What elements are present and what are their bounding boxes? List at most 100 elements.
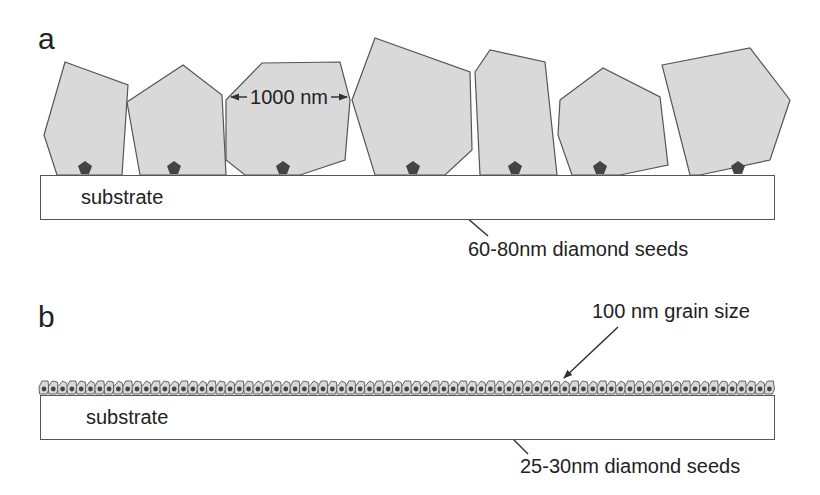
small-grain bbox=[681, 381, 691, 394]
small-seed bbox=[209, 387, 214, 392]
small-seed bbox=[590, 387, 595, 392]
small-seed bbox=[358, 387, 363, 392]
small-seed bbox=[479, 387, 484, 392]
small-grain bbox=[448, 381, 458, 394]
small-seed bbox=[88, 387, 93, 392]
small-grain bbox=[690, 381, 700, 394]
small-seed bbox=[181, 387, 186, 392]
diamond-seeds bbox=[78, 161, 745, 174]
small-seed bbox=[488, 387, 493, 392]
small-seed bbox=[572, 387, 577, 392]
small-seed bbox=[51, 387, 56, 392]
small-seed bbox=[404, 387, 409, 392]
small-grain bbox=[709, 381, 719, 394]
small-seed bbox=[442, 387, 447, 392]
small-grain bbox=[160, 381, 170, 394]
small-seed bbox=[395, 387, 400, 392]
small-seed bbox=[767, 387, 772, 392]
small-seed bbox=[125, 387, 130, 392]
small-seed bbox=[237, 387, 242, 392]
small-grain bbox=[188, 381, 198, 394]
small-grain bbox=[588, 381, 598, 394]
small-grain bbox=[206, 381, 216, 394]
small-seed bbox=[693, 387, 698, 392]
small-grain bbox=[327, 381, 337, 394]
small-grain bbox=[727, 381, 737, 394]
small-seed bbox=[172, 387, 177, 392]
small-grain bbox=[86, 381, 96, 394]
small-seed bbox=[135, 387, 140, 392]
small-grain bbox=[48, 381, 58, 394]
callout-label: 100 nm grain size bbox=[592, 300, 750, 323]
panel-letter: b bbox=[38, 300, 55, 335]
small-seed bbox=[283, 387, 288, 392]
small-grain bbox=[346, 381, 356, 394]
small-grain bbox=[76, 381, 86, 394]
small-grain bbox=[467, 381, 477, 394]
small-seed bbox=[665, 387, 670, 392]
small-seed bbox=[330, 387, 335, 392]
substrate-box: substrate bbox=[40, 395, 775, 440]
substrate-label: substrate bbox=[86, 406, 168, 429]
small-grain bbox=[262, 381, 272, 394]
small-grain bbox=[662, 381, 672, 394]
small-grain bbox=[179, 381, 189, 394]
small-seed bbox=[525, 387, 530, 392]
callout-label: 25-30nm diamond seeds bbox=[520, 455, 740, 478]
small-grain bbox=[560, 381, 570, 394]
small-grain bbox=[541, 381, 551, 394]
small-grain bbox=[411, 381, 421, 394]
small-seed bbox=[609, 387, 614, 392]
small-grain bbox=[318, 381, 328, 394]
small-grain bbox=[169, 381, 179, 394]
small-seed bbox=[646, 387, 651, 392]
panel-letter: a bbox=[38, 22, 55, 57]
small-grain bbox=[244, 381, 254, 394]
small-seed bbox=[144, 387, 149, 392]
small-seed bbox=[218, 387, 223, 392]
small-seed bbox=[748, 387, 753, 392]
small-grain bbox=[383, 381, 393, 394]
small-grain bbox=[513, 381, 523, 394]
small-grain bbox=[504, 381, 514, 394]
small-grain bbox=[253, 381, 263, 394]
small-diamond-grains bbox=[39, 381, 774, 394]
small-grain bbox=[281, 381, 291, 394]
small-seed bbox=[655, 387, 660, 392]
small-seed bbox=[107, 387, 112, 392]
small-seed bbox=[163, 387, 168, 392]
small-grain bbox=[699, 381, 709, 394]
small-seed bbox=[544, 387, 549, 392]
small-grain bbox=[671, 381, 681, 394]
small-grain bbox=[151, 381, 161, 394]
small-seed bbox=[265, 387, 270, 392]
small-grain bbox=[495, 381, 505, 394]
small-seed bbox=[367, 387, 372, 392]
small-seed bbox=[60, 387, 65, 392]
small-seed bbox=[311, 387, 316, 392]
callout-label: 60-80nm diamond seeds bbox=[468, 238, 688, 261]
small-seed bbox=[469, 387, 474, 392]
small-grain bbox=[365, 381, 375, 394]
small-seed bbox=[618, 387, 623, 392]
small-grain bbox=[272, 381, 282, 394]
small-seed bbox=[339, 387, 344, 392]
small-seed bbox=[293, 387, 298, 392]
small-grain bbox=[234, 381, 244, 394]
small-grain bbox=[67, 381, 77, 394]
small-grain bbox=[737, 381, 747, 394]
small-grain bbox=[123, 381, 133, 394]
substrate-label: substrate bbox=[81, 186, 163, 209]
small-seed bbox=[553, 387, 558, 392]
small-grain bbox=[718, 381, 728, 394]
small-seed bbox=[70, 387, 75, 392]
small-grain bbox=[523, 381, 533, 394]
small-seed bbox=[460, 387, 465, 392]
small-seed bbox=[349, 387, 354, 392]
small-grain bbox=[309, 381, 319, 394]
small-seed bbox=[721, 387, 726, 392]
small-seed bbox=[274, 387, 279, 392]
small-seed bbox=[97, 387, 102, 392]
small-seed bbox=[451, 387, 456, 392]
small-grain bbox=[337, 381, 347, 394]
